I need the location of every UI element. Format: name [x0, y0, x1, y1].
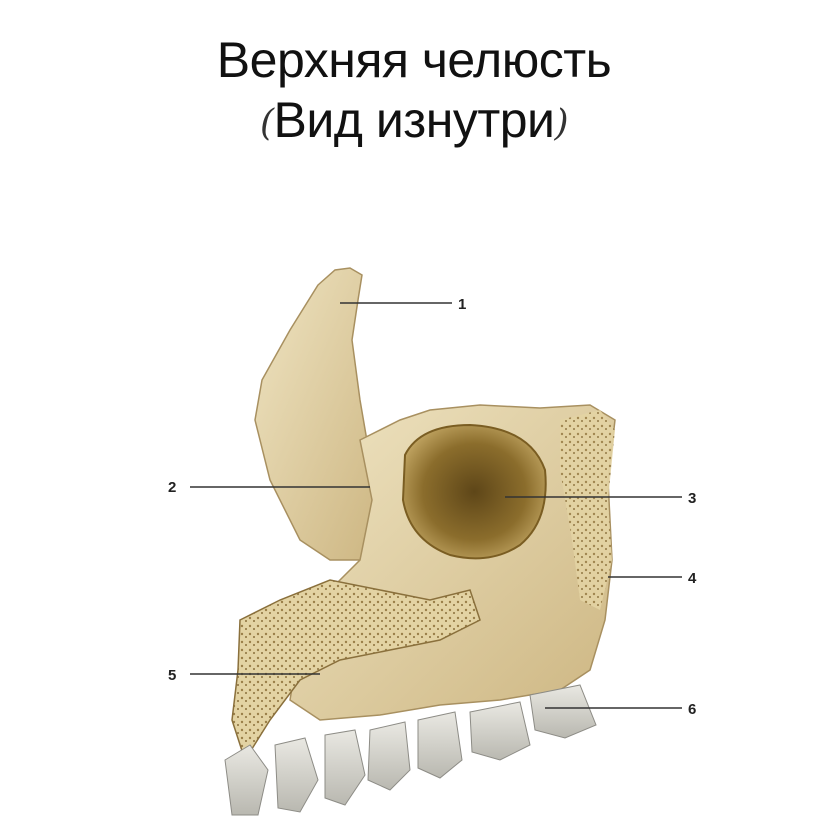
- label-4: 4: [688, 570, 697, 587]
- label-1: 1: [458, 296, 466, 313]
- label-3: 3: [688, 490, 696, 507]
- maxillary-sinus: [401, 423, 547, 560]
- label-5: 5: [168, 667, 176, 684]
- tooth: [417, 711, 463, 779]
- subtitle-text: Вид изнутри: [273, 92, 555, 148]
- palatine-process: [231, 579, 481, 762]
- tooth: [367, 721, 411, 791]
- title-block: Верхняя челюсть (Вид изнутри): [0, 30, 828, 154]
- tooth: [324, 729, 366, 806]
- tooth: [224, 744, 269, 816]
- teeth-row: [224, 684, 597, 816]
- alveolar-spongy-edge: [560, 410, 615, 610]
- tooth: [274, 737, 319, 813]
- frontal-process: [254, 267, 379, 561]
- leader-lines: [190, 302, 682, 709]
- open-paren: (: [259, 102, 274, 144]
- label-6: 6: [688, 701, 696, 718]
- close-paren: ): [554, 102, 569, 144]
- tooth: [529, 684, 597, 739]
- title-line-2: (Вид изнутри): [0, 90, 828, 154]
- label-2: 2: [168, 479, 176, 496]
- tooth: [469, 701, 531, 761]
- title-line-1: Верхняя челюсть: [216, 32, 612, 88]
